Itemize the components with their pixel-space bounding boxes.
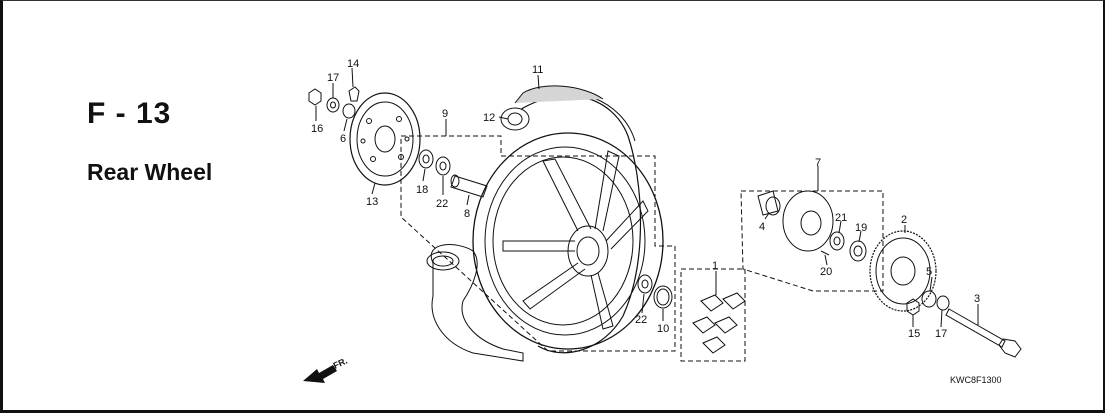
nut-15 xyxy=(906,298,920,316)
axle-spacer xyxy=(450,174,488,198)
figure-code: KWC8F1300 xyxy=(950,375,1002,385)
callout-17-left: 17 xyxy=(327,72,339,84)
callout-17-right: 17 xyxy=(935,328,947,340)
oil-seal-10 xyxy=(653,285,673,309)
callout-3: 3 xyxy=(974,293,980,305)
callout-7: 7 xyxy=(815,157,821,169)
callout-22-right: 22 xyxy=(635,314,647,326)
final-driven-sprocket xyxy=(869,230,937,312)
callout-1: 1 xyxy=(712,260,718,272)
callout-18: 18 xyxy=(416,184,428,196)
callout-14: 14 xyxy=(347,58,359,70)
cast-wheel xyxy=(472,132,664,350)
front-direction-arrow-icon xyxy=(303,365,337,383)
bolt-14 xyxy=(348,86,360,102)
callout-5: 5 xyxy=(926,266,932,278)
bearing-21 xyxy=(829,231,845,251)
callout-4: 4 xyxy=(759,221,765,233)
washer-17-left xyxy=(326,97,340,113)
callout-labels: 14 17 16 6 13 11 12 9 18 22 8 22 10 1 7 … xyxy=(311,58,980,340)
exploded-parts-diagram: FR. 14 17 16 6 13 11 12 9 18 22 8 22 10 … xyxy=(303,58,1022,383)
callout-21: 21 xyxy=(835,212,847,224)
callout-13: 13 xyxy=(366,196,378,208)
callout-20: 20 xyxy=(820,266,832,278)
swing-arm xyxy=(426,244,524,362)
callout-22-left: 22 xyxy=(436,198,448,210)
callout-9: 9 xyxy=(442,108,448,120)
callout-2: 2 xyxy=(901,214,907,226)
direction-label: FR. xyxy=(332,356,349,371)
assembly-outline-hub xyxy=(740,190,884,292)
rear-axle xyxy=(945,308,1022,358)
collar-5 xyxy=(921,290,937,308)
callout-8: 8 xyxy=(464,208,470,220)
oil-seal-19 xyxy=(849,240,867,262)
section-code: F - 13 xyxy=(87,97,172,130)
callout-11: 11 xyxy=(532,64,543,76)
damper-rubbers xyxy=(692,292,746,354)
washer-17-right xyxy=(936,295,950,311)
brake-disc xyxy=(349,92,421,186)
bearing-18 xyxy=(418,149,434,169)
bearing-22-left xyxy=(435,156,451,176)
rear-tire xyxy=(500,85,642,354)
callout-12: 12 xyxy=(483,112,495,124)
bearing-22-right xyxy=(637,274,653,294)
assembly-outline-dampers xyxy=(680,268,746,362)
collar-6 xyxy=(342,103,356,119)
callout-15: 15 xyxy=(908,328,920,340)
callout-16: 16 xyxy=(311,123,323,135)
nut-16 xyxy=(308,88,322,106)
callout-10: 10 xyxy=(657,323,669,335)
section-title: Rear Wheel xyxy=(87,159,213,185)
callout-6: 6 xyxy=(340,133,346,145)
assembly-outline-wheel xyxy=(400,135,676,352)
callout-19: 19 xyxy=(855,222,867,234)
driven-flange xyxy=(757,190,834,252)
pin-20 xyxy=(820,250,830,256)
